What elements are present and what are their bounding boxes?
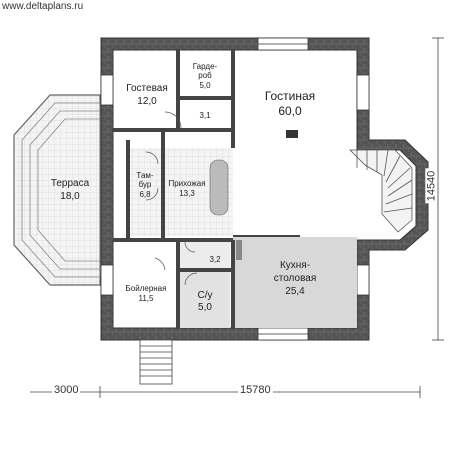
kitchen-counter bbox=[236, 240, 242, 260]
site-watermark: www.deltaplans.ru bbox=[2, 1, 84, 12]
room-wardrobe-area: 5,0 bbox=[199, 81, 211, 90]
doors bbox=[145, 111, 198, 286]
room-boiler-name: Бойлерная bbox=[125, 284, 167, 293]
room-boiler-area: 11,5 bbox=[138, 294, 154, 303]
terrace bbox=[13, 94, 101, 286]
room-terrace-name: Терраса bbox=[50, 178, 90, 189]
room-terrace-area: 18,0 bbox=[60, 191, 80, 202]
room-guest-area: 12,0 bbox=[137, 96, 157, 107]
room-small-area: 3,1 bbox=[199, 111, 211, 120]
room-vestibule-name2: бур bbox=[138, 180, 152, 189]
dimension-height: 14540 bbox=[425, 168, 438, 204]
room-living-name: Гостиная bbox=[264, 89, 316, 103]
dimension-width: 15780 bbox=[238, 384, 273, 396]
room-vestibule-name1: Там- bbox=[136, 171, 154, 180]
room-corridor-area: 3,2 bbox=[209, 255, 221, 264]
windows bbox=[100, 37, 370, 341]
room-kitchen-name1: Кухня- bbox=[279, 260, 311, 271]
room-hall-area: 13,3 bbox=[179, 189, 195, 198]
corridor-floor bbox=[180, 240, 230, 270]
fireplace bbox=[286, 130, 298, 138]
room-wardrobe-name1: Гарде- bbox=[192, 62, 218, 71]
stair bbox=[349, 149, 413, 233]
interior-walls bbox=[113, 50, 235, 328]
hall-wardrobe bbox=[209, 159, 229, 216]
room-living-area: 60,0 bbox=[278, 104, 302, 118]
dimension-lines bbox=[30, 37, 444, 398]
room-wc-name: С/у bbox=[197, 290, 213, 301]
room-wardrobe-name2: роб bbox=[198, 71, 212, 80]
room-guest-name: Гостевая bbox=[126, 83, 168, 94]
room-vestibule-area: 6,8 bbox=[139, 190, 151, 199]
dimension-left: 3000 bbox=[52, 384, 81, 396]
entrance-steps bbox=[139, 339, 173, 385]
room-wc-area: 5,0 bbox=[198, 302, 212, 313]
room-kitchen-name2: столовая bbox=[273, 273, 317, 284]
room-hall-name: Прихожая bbox=[168, 179, 206, 188]
kitchen-floor bbox=[233, 237, 357, 328]
wc-floor bbox=[180, 270, 230, 328]
room-kitchen-area: 25,4 bbox=[285, 286, 305, 297]
